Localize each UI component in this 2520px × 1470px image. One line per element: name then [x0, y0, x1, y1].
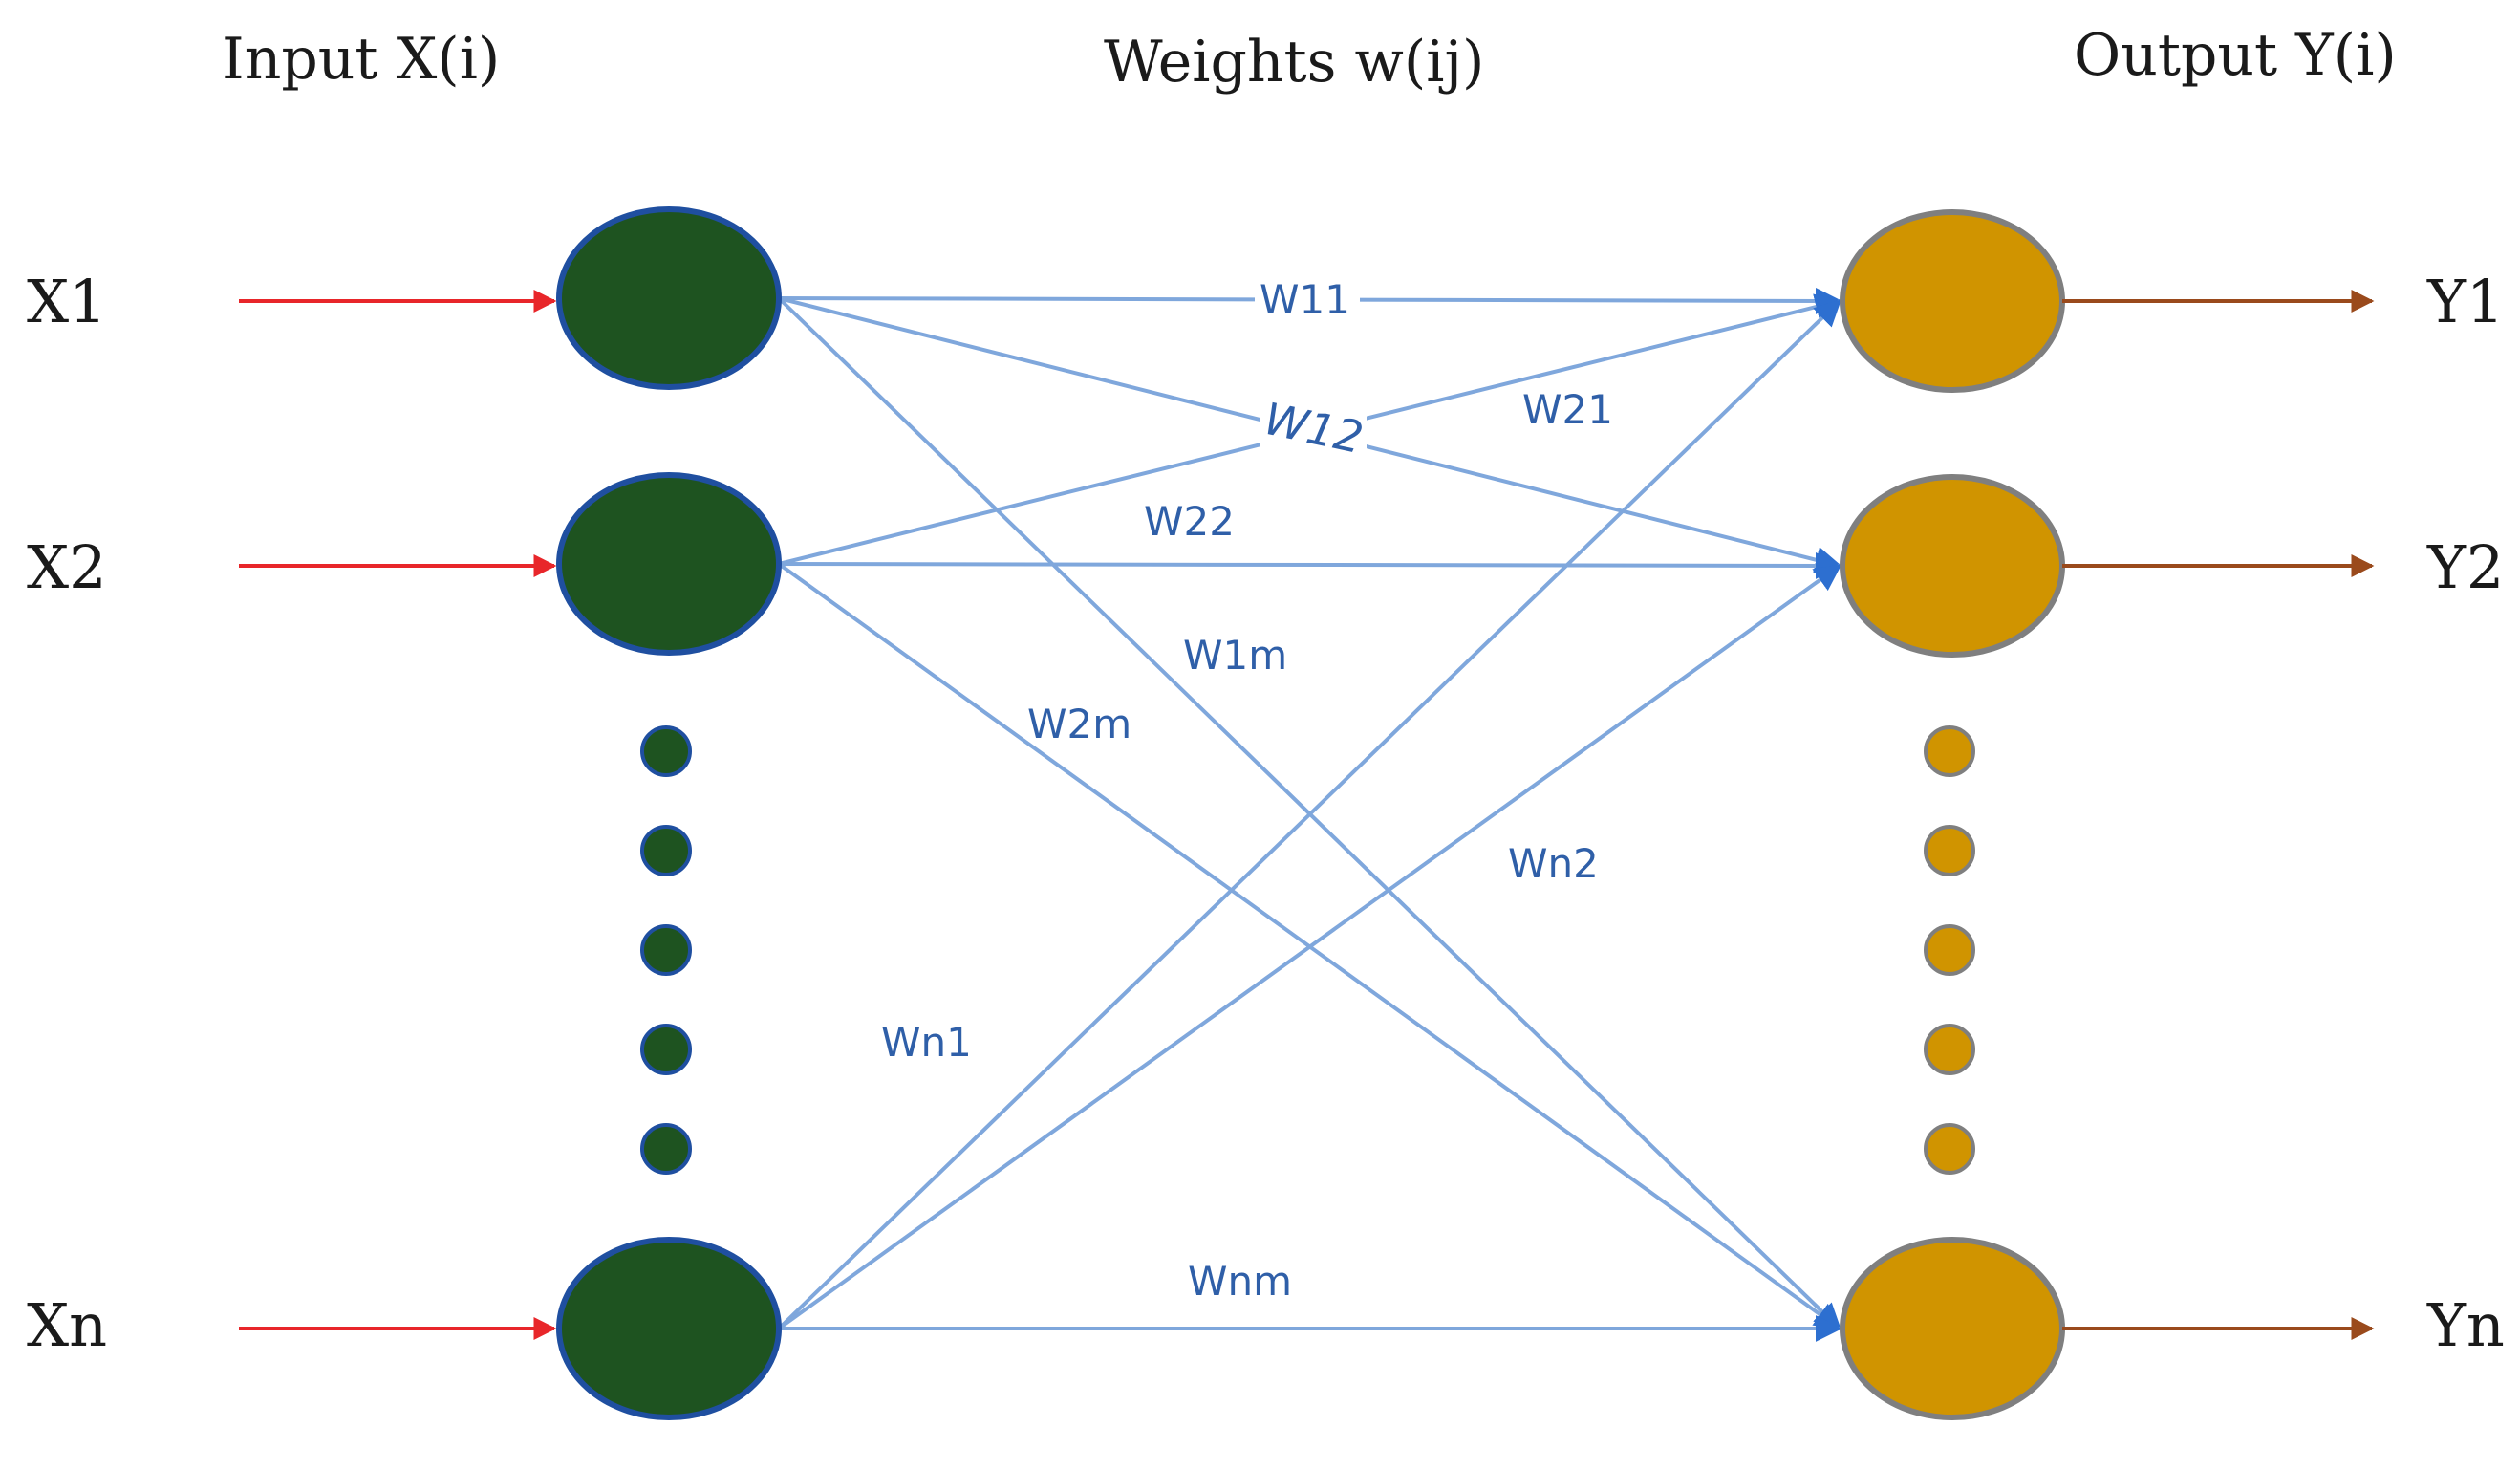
weight-label-w22: W22: [1144, 498, 1235, 545]
output-label-y1: Y1: [2426, 267, 2504, 336]
output-node-yn: [1840, 1237, 2065, 1420]
input-ellipsis-dot: [640, 1024, 692, 1075]
output-nodes: [1840, 209, 2065, 1420]
weights-header: Weights w(ij): [1104, 29, 1484, 96]
output-header: Output Y(i): [2074, 22, 2397, 89]
output-ellipsis-dot: [1924, 1123, 1975, 1175]
weight-label-bg-w11: [1255, 277, 1360, 319]
input-ellipsis-dot: [640, 1123, 692, 1175]
input-ellipsis-dot: [640, 825, 692, 876]
weight-label-w21: W21: [1522, 386, 1613, 433]
input-label-xn: Xn: [27, 1290, 107, 1360]
output-node-y2: [1840, 474, 2065, 658]
connection-xn-y1: [777, 299, 1842, 1330]
connection-xn-y2: [777, 564, 1842, 1330]
output-ellipsis-dot: [1924, 1024, 1975, 1075]
weight-label-w1m: W1m: [1183, 632, 1287, 679]
output-node-y1: [1840, 209, 2065, 393]
weight-label-bg-w12: [1260, 401, 1367, 449]
input-label-x1: X1: [27, 267, 107, 336]
input-node-x1: [556, 206, 782, 390]
output-label-yn: Yn: [2426, 1290, 2505, 1360]
input-node-x2: [556, 472, 782, 656]
output-label-y2: Y2: [2426, 532, 2504, 602]
input-nodes: [556, 206, 782, 1420]
output-ellipsis-dot: [1924, 924, 1975, 976]
input-ellipsis-dot: [640, 725, 692, 777]
input-node-xn: [556, 1237, 782, 1420]
weight-label-wnm: Wnm: [1188, 1258, 1292, 1305]
weight-label-wn2: Wn2: [1508, 840, 1599, 887]
input-label-x2: X2: [27, 532, 107, 602]
weight-label-w2m: W2m: [1027, 701, 1131, 747]
input-header: Input X(i): [222, 26, 500, 93]
weight-label-w11: W11: [1260, 276, 1350, 323]
output-ellipsis-dot: [1924, 825, 1975, 876]
output-ellipsis-dot: [1924, 725, 1975, 777]
input-ellipsis-dot: [640, 924, 692, 976]
connection-x2-y2: [778, 551, 1842, 579]
weight-label-wn1: Wn1: [881, 1019, 972, 1066]
